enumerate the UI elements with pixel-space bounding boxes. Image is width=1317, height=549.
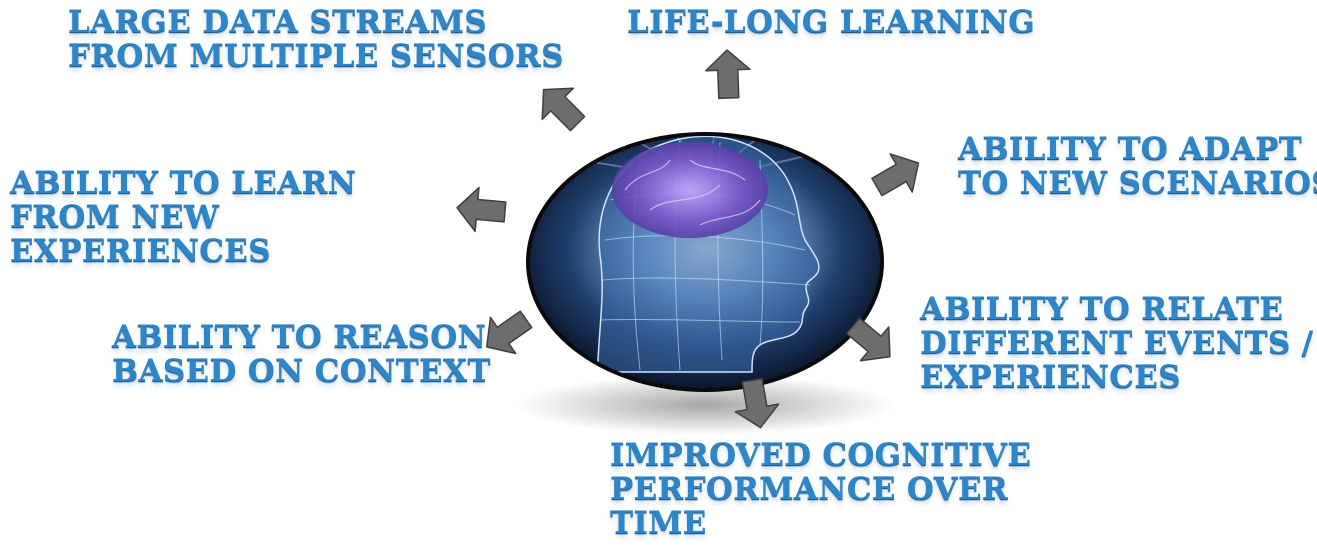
- arrow-to-relate: [845, 317, 891, 362]
- label-line: ABILITY TO RELATE: [920, 291, 1284, 327]
- label-line: FROM NEW: [10, 199, 220, 235]
- label-line: IMPROVED COGNITIVE: [610, 437, 1032, 473]
- arrow-to-data-streams: [541, 87, 586, 132]
- label-line: ABILITY TO REASON: [112, 319, 487, 355]
- label-line: ABILITY TO ADAPT: [958, 131, 1303, 167]
- label-line: EXPERIENCES: [920, 359, 1181, 395]
- arrow-to-cognitive: [734, 377, 780, 429]
- label-line: EXPERIENCES: [10, 233, 271, 269]
- label-adapt: ABILITY TO ADAPT TO NEW SCENARIOS: [958, 132, 1317, 200]
- arrow-to-reason: [485, 310, 533, 355]
- label-line: LARGE DATA STREAMS: [68, 4, 487, 40]
- oval-shadow: [515, 375, 895, 435]
- label-reason: ABILITY TO REASON BASED ON CONTEXT: [112, 320, 491, 388]
- arrow-to-life-long-learning: [705, 49, 751, 100]
- label-line: TIME: [610, 505, 707, 541]
- label-line: BASED ON CONTEXT: [112, 353, 491, 389]
- label-cognitive: IMPROVED COGNITIVE PERFORMANCE OVER TIME: [610, 438, 1031, 540]
- label-line: TO NEW SCENARIOS: [958, 165, 1317, 201]
- arrow-to-learn: [456, 186, 507, 233]
- label-data-streams: LARGE DATA STREAMS FROM MULTIPLE SENSORS: [68, 5, 564, 73]
- brain-head-wireframe-icon: [579, 136, 831, 373]
- label-learn: ABILITY TO LEARN FROM NEW EXPERIENCES: [10, 166, 356, 268]
- label-line: ABILITY TO LEARN: [10, 165, 357, 201]
- arrow-to-adapt: [871, 153, 920, 197]
- label-line: FROM MULTIPLE SENSORS: [68, 38, 564, 74]
- brain-head-image: [526, 132, 884, 392]
- label-relate: ABILITY TO RELATE DIFFERENT EVENTS / EXP…: [920, 292, 1313, 394]
- label-life-long-learning: LIFE-LONG LEARNING: [627, 5, 1035, 39]
- label-line: PERFORMANCE OVER: [610, 471, 1008, 507]
- label-line: DIFFERENT EVENTS /: [920, 325, 1314, 361]
- label-line: LIFE-LONG LEARNING: [627, 4, 1036, 40]
